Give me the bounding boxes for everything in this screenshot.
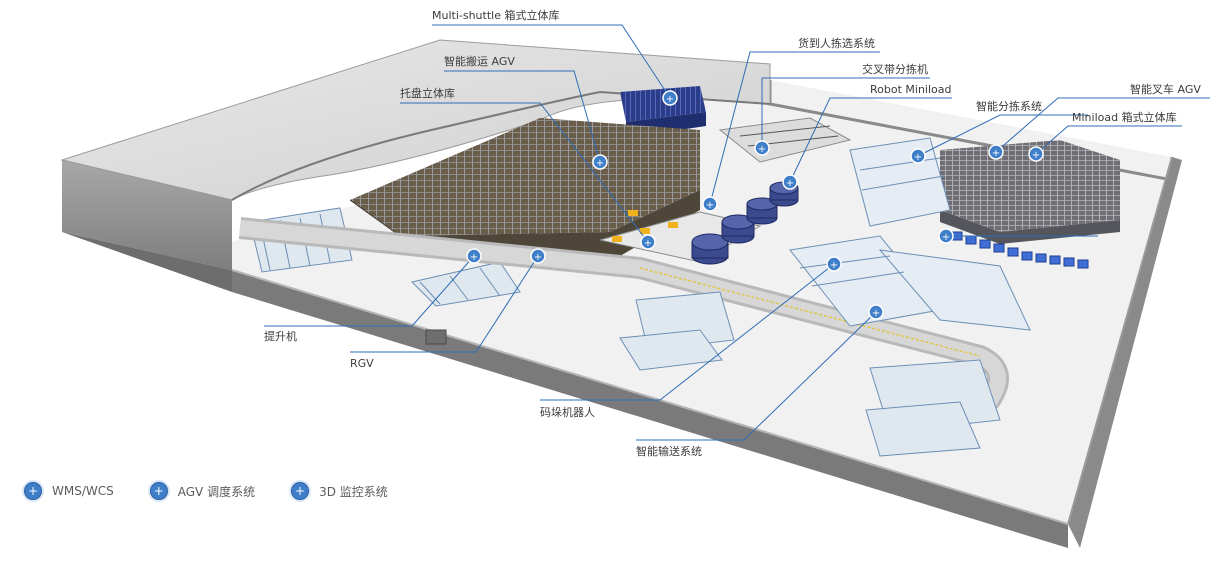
hotspot-goods-to-person[interactable]: +	[702, 196, 718, 212]
label-smart-sorting: 智能分拣系统	[976, 99, 1042, 113]
label-palletizing-robot: 码垛机器人	[540, 405, 595, 419]
hotspot-smart-sorting[interactable]: +	[910, 148, 926, 164]
label-pallet-storage: 托盘立体库	[400, 86, 455, 100]
label-rgv: RGV	[350, 357, 374, 370]
plus-circle-icon: +	[24, 482, 42, 500]
west-wall	[62, 160, 232, 270]
hotspot-conveyor[interactable]: +	[868, 304, 884, 320]
legend-item-wms-wcs[interactable]: + WMS/WCS	[24, 482, 114, 500]
svg-text:+: +	[534, 252, 542, 263]
building-roof	[60, 39, 771, 201]
hotspot-agv-transport[interactable]: +	[592, 154, 608, 170]
picking-area	[599, 117, 852, 265]
hotspot-forklift-agv[interactable]: +	[988, 144, 1004, 160]
palletizing-area	[619, 291, 1001, 457]
label-goods-to-person: 货到人拣选系统	[798, 36, 875, 50]
hotspot-palletizing-robot[interactable]: +	[826, 256, 842, 272]
svg-text:+: +	[942, 232, 950, 243]
plus-circle-icon: +	[149, 482, 168, 500]
hotspot-miniload[interactable]: +	[1028, 146, 1044, 162]
east-wall	[1068, 157, 1182, 548]
svg-text:+: +	[1032, 150, 1040, 161]
svg-text:+: +	[644, 238, 652, 249]
label-miniload: Miniload 箱式立体库	[1072, 110, 1177, 124]
svg-text:+: +	[830, 260, 838, 271]
hotspot-cross-belt[interactable]: +	[754, 140, 770, 156]
sorting-system	[789, 137, 1031, 331]
label-forklift-agv: 智能叉车 AGV	[1130, 82, 1201, 96]
svg-text:+: +	[470, 252, 478, 263]
svg-text:+: +	[596, 158, 604, 169]
label-agv-transport: 智能搬运 AGV	[444, 54, 515, 68]
svg-text:+: +	[666, 94, 674, 105]
callout-labels: Multi-shuttle 箱式立体库 智能搬运 AGV 托盘立体库 货到人拣选…	[264, 8, 1201, 458]
hotspot-agv-floor[interactable]: +	[938, 228, 954, 244]
svg-text:+: +	[758, 144, 766, 155]
svg-text:+: +	[706, 200, 714, 211]
hotspots[interactable]: + + + + + + + + + + + + + +	[466, 90, 1044, 320]
label-multi-shuttle: Multi-shuttle 箱式立体库	[432, 8, 559, 22]
legend-label: AGV 调度系统	[177, 484, 256, 499]
label-cross-belt: 交叉带分拣机	[862, 62, 928, 76]
legend-item-3d-monitor[interactable]: + 3D 监控系统	[291, 482, 388, 500]
svg-text:+: +	[786, 178, 794, 189]
legend-label: WMS/WCS	[52, 484, 114, 498]
label-robot-miniload: Robot Miniload	[870, 83, 952, 96]
svg-text:+: +	[914, 152, 922, 163]
label-lifter: 提升机	[264, 329, 297, 343]
hotspot-multi-shuttle[interactable]: +	[662, 90, 678, 106]
legend-label: 3D 监控系统	[319, 484, 388, 499]
hotspot-robot-miniload[interactable]: +	[782, 174, 798, 190]
leader-lines	[264, 24, 1210, 441]
hotspot-rgv[interactable]: +	[530, 248, 546, 264]
label-conveyor: 智能输送系统	[636, 444, 702, 458]
dock-door	[425, 329, 447, 345]
legend-item-agv-dispatch[interactable]: + AGV 调度系统	[149, 482, 256, 500]
hotspot-pallet-storage[interactable]: +	[640, 234, 656, 250]
legend: + WMS/WCS + AGV 调度系统 + 3D 监控系统	[24, 482, 424, 500]
svg-text:+: +	[872, 308, 880, 319]
svg-text:+: +	[992, 148, 1000, 159]
hotspot-lifter[interactable]: +	[466, 248, 482, 264]
plus-circle-icon: +	[291, 482, 310, 500]
